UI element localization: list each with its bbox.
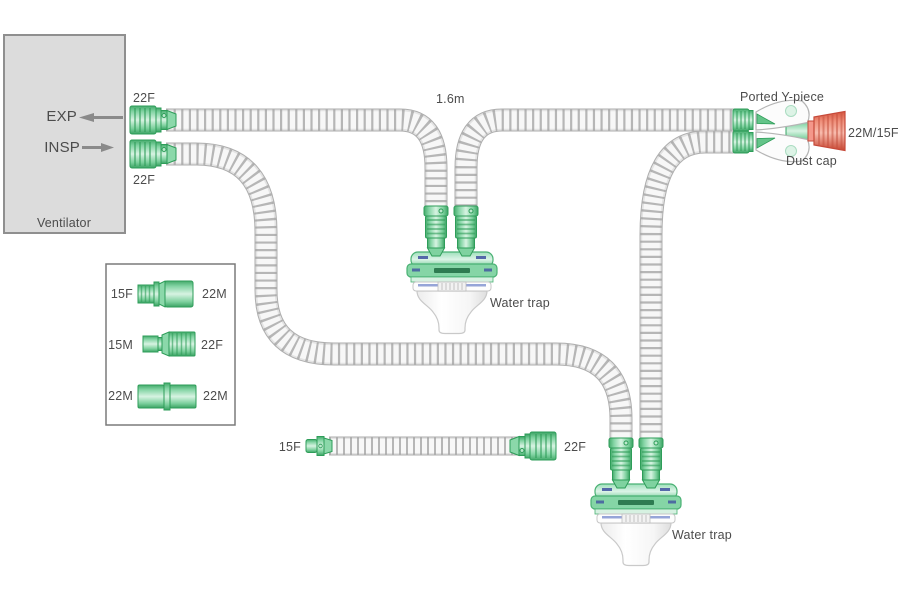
patient-port-size-label: 22M/15F — [848, 126, 899, 140]
catheter-mount-right-size-label: 22F — [564, 440, 586, 454]
exp-port-size-label: 22F — [133, 91, 155, 105]
y-piece-lower-port-dot — [785, 145, 797, 157]
y-piece-top-connector — [732, 108, 754, 132]
adapter-row2-right-label: 22F — [201, 338, 223, 352]
inspiratory-tube-to-y-piece — [651, 142, 736, 448]
adapter-15f-22m — [137, 280, 194, 308]
exp-label: EXP — [46, 108, 77, 125]
dust-cap-label: Dust cap — [786, 154, 837, 168]
insp-label: INSP — [44, 139, 80, 156]
water-trap-inspiratory — [590, 483, 682, 567]
ventilator-box — [3, 34, 126, 234]
tube-length-label: 1.6m — [436, 92, 465, 106]
expiratory-tube — [166, 120, 436, 214]
adapter-22m-22m — [137, 382, 197, 411]
water-trap-inspiratory-right-connector — [638, 437, 664, 489]
adapter-row1-right-label: 22M — [202, 287, 227, 301]
adapter-row2-left-label: 15M — [108, 338, 133, 352]
ventilator-label: Ventilator — [37, 216, 91, 230]
water-trap-inspiratory-left-connector — [608, 437, 634, 489]
ported-y-piece-label: Ported Y-piece — [740, 90, 824, 104]
catheter-mount-22f-connector — [509, 431, 557, 461]
adapter-row3-left-label: 22M — [108, 389, 133, 403]
water-trap-expiratory-right-connector — [453, 205, 479, 257]
ported-y-piece — [732, 99, 810, 163]
water-trap-expiratory — [406, 251, 498, 335]
catheter-mount-15f-connector — [305, 436, 333, 456]
y-piece-bottom-connector — [732, 130, 754, 154]
water-trap-expiratory-left-connector — [423, 205, 449, 257]
adapter-row1-left-label: 15F — [111, 287, 133, 301]
catheter-mount-left-size-label: 15F — [279, 440, 301, 454]
insp-arrow-icon — [82, 143, 114, 152]
dust-cap — [807, 110, 846, 152]
y-piece-upper-port-dot — [785, 105, 797, 117]
exp-arrow-icon — [79, 113, 123, 122]
y-piece-lower-accent — [756, 137, 776, 149]
water-trap-inspiratory-label: Water trap — [672, 528, 732, 542]
adapter-15m-22f — [142, 331, 196, 357]
water-trap-expiratory-label: Water trap — [490, 296, 550, 310]
y-piece-upper-accent — [756, 113, 776, 125]
adapter-row3-right-label: 22M — [203, 389, 228, 403]
insp-port-size-label: 22F — [133, 173, 155, 187]
